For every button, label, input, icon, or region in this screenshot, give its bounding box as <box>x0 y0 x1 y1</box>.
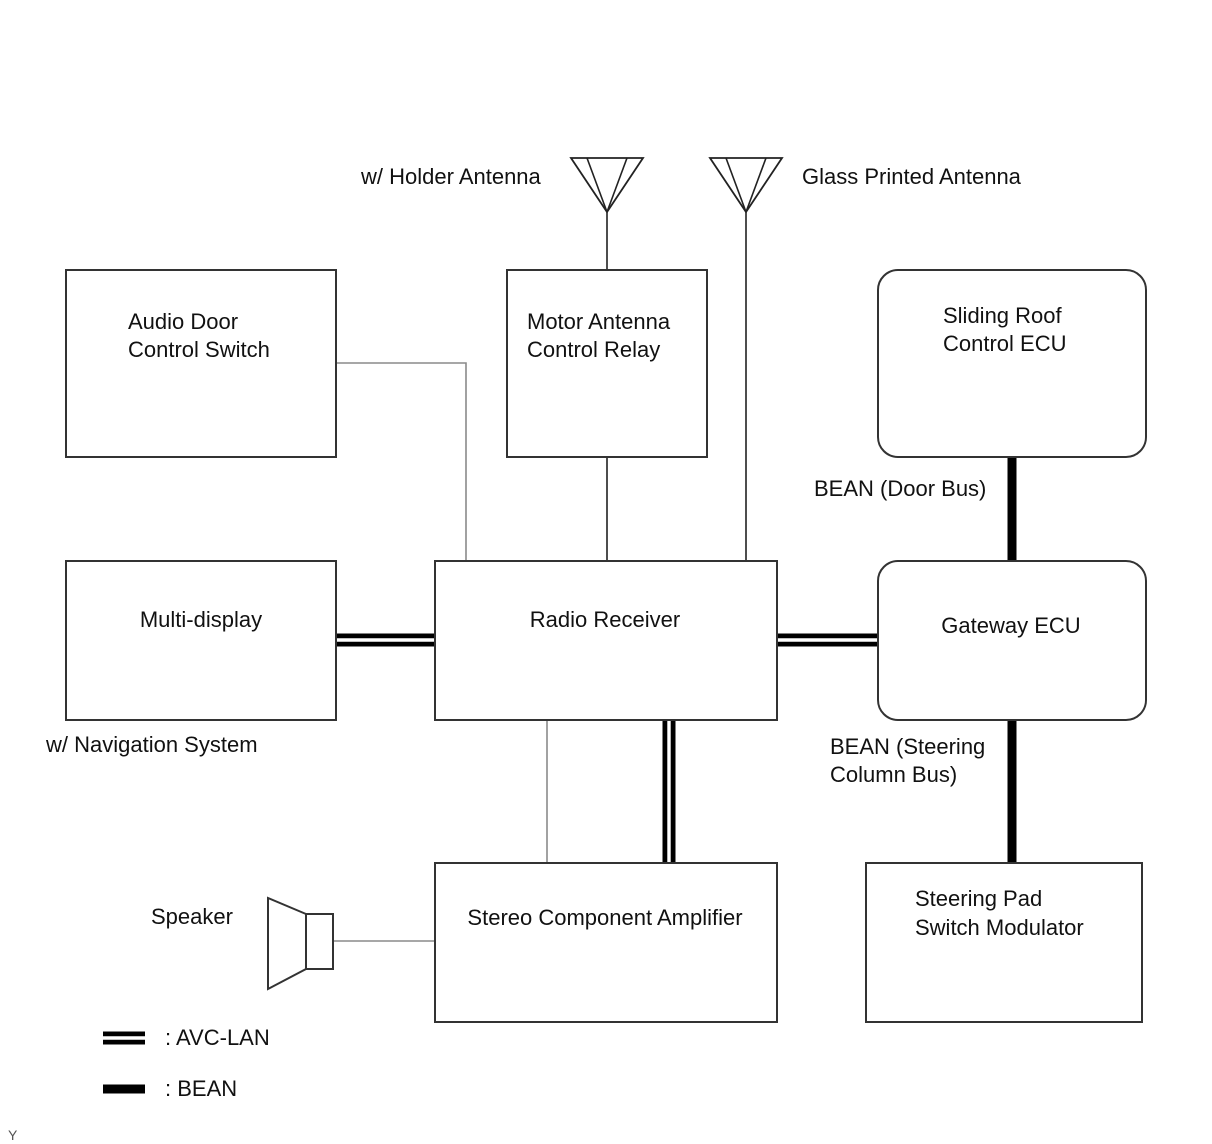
corner-mark: Y <box>8 1127 18 1143</box>
stereo-component-amplifier-node: Stereo Component Amplifier <box>434 862 778 1023</box>
multi-display-label: Multi-display <box>140 607 262 632</box>
motor-antenna-label-line1: Motor Antenna <box>527 309 671 334</box>
gateway-ecu-label: Gateway ECU <box>941 613 1080 638</box>
speaker-label: Speaker <box>151 904 233 929</box>
sliding-roof-label-line1: Sliding Roof <box>943 303 1063 328</box>
holder-antenna-icon <box>569 157 645 214</box>
radio-receiver-node: Radio Receiver <box>434 560 778 721</box>
multi-display-node: Multi-display <box>65 560 337 721</box>
audio-door-to-radio-wire <box>336 362 467 561</box>
steering-pad-switch-modulator-node: Steering Pad Switch Modulator <box>865 862 1143 1023</box>
sliding-roof-control-ecu-node: Sliding Roof Control ECU <box>877 269 1147 458</box>
speaker-icon <box>267 896 334 991</box>
legend-bean-label: : BEAN <box>165 1076 237 1101</box>
legend-avc-lan-label: : AVC-LAN <box>165 1025 270 1050</box>
amplifier-label: Stereo Component Amplifier <box>467 905 742 930</box>
motor-antenna-label-line2: Control Relay <box>527 337 660 362</box>
motor-antenna-control-relay-node: Motor Antenna Control Relay <box>506 269 708 458</box>
steering-bus-label-line1: BEAN (Steering <box>830 734 985 759</box>
radio-receiver-label: Radio Receiver <box>530 607 680 632</box>
glass-antenna-icon <box>708 157 784 214</box>
audio-door-label-line2: Control Switch <box>128 337 270 362</box>
audio-door-label-line1: Audio Door <box>128 309 238 334</box>
door-bus-label: BEAN (Door Bus) <box>814 476 986 501</box>
steering-pad-label-line2: Switch Modulator <box>915 915 1084 940</box>
gateway-ecu-node: Gateway ECU <box>877 560 1147 721</box>
steering-pad-label-line1: Steering Pad <box>915 886 1042 911</box>
steering-bus-label-line2: Column Bus) <box>830 762 957 787</box>
sliding-roof-label-line2: Control ECU <box>943 331 1066 356</box>
audio-door-control-switch-node: Audio Door Control Switch <box>65 269 337 458</box>
navigation-system-note: w/ Navigation System <box>45 732 258 757</box>
glass-antenna-label: Glass Printed Antenna <box>802 164 1022 189</box>
holder-antenna-label: w/ Holder Antenna <box>360 164 542 189</box>
